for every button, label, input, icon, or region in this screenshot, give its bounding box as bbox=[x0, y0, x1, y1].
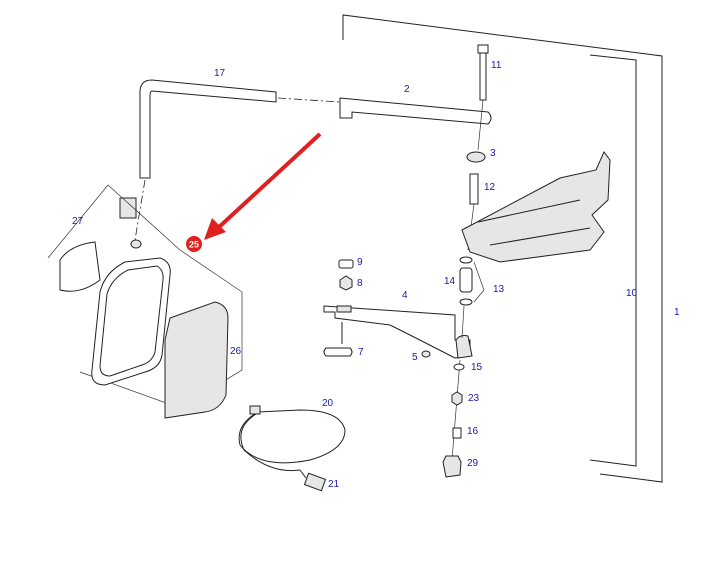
label-14: 14 bbox=[444, 276, 456, 287]
label-29: 29 bbox=[467, 458, 479, 469]
label-20: 20 bbox=[322, 398, 334, 409]
label-3: 3 bbox=[490, 148, 496, 159]
label-7: 7 bbox=[358, 347, 364, 358]
label-11: 11 bbox=[491, 60, 502, 71]
label-4: 4 bbox=[402, 290, 408, 301]
label-5: 5 bbox=[412, 352, 418, 363]
label-1: 1 bbox=[674, 307, 680, 318]
label-23: 23 bbox=[468, 393, 480, 404]
label-17: 17 bbox=[214, 68, 226, 79]
part-27-cover bbox=[59, 197, 142, 292]
part-11-bolt bbox=[477, 44, 489, 151]
part-21-connector bbox=[303, 472, 327, 492]
label-13: 13 bbox=[493, 284, 505, 295]
label-2: 2 bbox=[404, 84, 410, 95]
part-20-cable bbox=[238, 405, 346, 479]
highlight-arrow bbox=[204, 132, 322, 240]
part-7-knob bbox=[323, 322, 353, 357]
part-2-bar bbox=[339, 97, 492, 125]
label-8: 8 bbox=[357, 278, 363, 289]
highlight-badge-25: 25 bbox=[186, 236, 202, 252]
part-5-plug bbox=[421, 350, 431, 358]
part-8-nut bbox=[339, 275, 353, 291]
part-29-cap bbox=[442, 455, 462, 478]
part-4-arm bbox=[323, 305, 473, 359]
part-10-mirror-housing bbox=[461, 151, 611, 263]
label-16: 16 bbox=[467, 426, 479, 437]
part-14-spring bbox=[459, 256, 485, 306]
label-12: 12 bbox=[484, 182, 496, 193]
bracket-assembly-10 bbox=[589, 54, 637, 467]
label-15: 15 bbox=[471, 362, 483, 373]
part-12-pin bbox=[469, 173, 479, 205]
part-16-bushing bbox=[452, 427, 462, 439]
part-15-washer bbox=[453, 363, 465, 371]
label-21: 21 bbox=[328, 479, 340, 490]
part-23-nut bbox=[451, 391, 463, 406]
part-26-mirror bbox=[47, 184, 243, 419]
bracket-assembly-1 bbox=[342, 14, 663, 483]
label-10: 10 bbox=[626, 288, 638, 299]
label-9: 9 bbox=[357, 257, 363, 268]
label-26: 26 bbox=[230, 346, 242, 357]
label-27: 27 bbox=[72, 216, 84, 227]
highlight-label: 25 bbox=[189, 240, 199, 250]
part-9-cap bbox=[338, 259, 354, 269]
part-17-rod bbox=[134, 79, 341, 241]
part-3-washer bbox=[466, 151, 486, 163]
